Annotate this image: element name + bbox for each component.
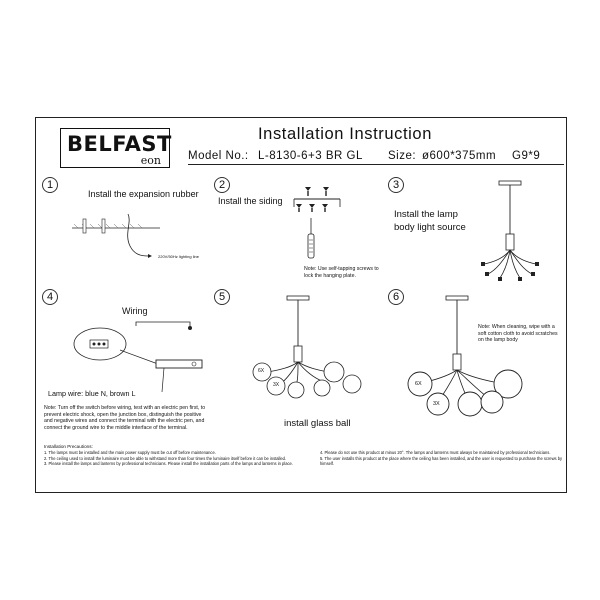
size-label: Size: [388,150,417,162]
step-4-note: Note: Turn off the switch before wiring,… [44,405,206,431]
precaution-item: 2. The ceiling used to install the lumin… [44,455,287,461]
precautions-heading: Installation Precautions: [44,444,93,449]
step-1-caption: Install the expansion rubber [88,189,199,199]
precautions-left-column: 1. The lamps must be installed and the m… [44,450,309,467]
step-6-6x-label: 6X [415,381,422,387]
step-4-panel: 4 Wiring Lamp wire: blue N, brown L Note… [40,288,210,443]
precaution-item: 4. Please do not use this product at min… [320,450,551,455]
bulb-spec: G9*9 [512,150,541,162]
page-title: Installation Instruction [258,125,432,143]
step-5-6x-label: 6X [258,368,265,374]
brand-subname: eon [140,154,161,167]
installation-precautions: Installation Precautions: 1. The lamps m… [44,444,564,490]
header-divider [188,164,564,165]
expansion-rubber-illustration [72,213,160,258]
model-label: Model No.: [188,150,249,162]
instruction-sheet: BELFAST eon Installation Instruction Mod… [35,117,567,493]
step-2-number: 2 [214,177,230,193]
step-2-panel: 2 Install the siding Note: Use self-tapp… [212,176,384,286]
step-5-number: 5 [214,289,230,305]
model-row: Model No.: L-8130-6+3 BR GL Size: ø600*375m… [188,150,564,162]
step-6-note: Note: When cleaning, wipe with a soft co… [478,324,558,343]
finished-lamp-illustration [407,295,523,417]
step-3-panel: 3 Install the lamp body light source [386,176,564,286]
brand-name: BELFAST [67,132,172,156]
size-value: ø600*375mm [422,150,497,162]
step-3-caption-line-1: Install the lamp [394,209,458,220]
step-2-note: Note: Use self-tapping screws to lock th… [304,266,379,279]
precaution-item: 1. The lamps must be installed and the m… [44,450,216,455]
brand-logo: BELFAST eon [60,128,172,168]
model-value: L-8130-6+3 BR GL [258,150,363,162]
step-1-label: 220V/50Hz lighting line [158,254,199,259]
lamp-body-illustration [481,180,539,281]
precautions-right-column: 4. Please do not use this product at min… [320,450,564,467]
step-3-caption-line-2: body light source [394,222,466,233]
step-4-lamp-wire: Lamp wire: blue N, brown L [48,389,136,398]
precaution-item: 3. Please install the lamps and lanterns… [44,461,293,466]
step-5-3x-label: 3X [273,382,280,388]
step-6-panel: 6 Note: When cleaning, wipe with a soft … [386,288,564,443]
step-2-caption: Install the siding [218,196,283,206]
step-4-caption: Wiring [122,306,148,316]
siding-illustration [293,187,341,259]
step-5-caption: install glass ball [284,418,351,429]
wiring-illustration [73,321,203,393]
step-5-panel: 5 6X 3X install glass ball [212,288,384,443]
step-6-3x-label: 3X [433,401,440,407]
precaution-item: 5. The user installs this product at the… [320,455,563,467]
step-3-number: 3 [388,177,404,193]
glass-ball-illustration [252,295,362,399]
step-6-number: 6 [388,289,404,305]
step-1-number: 1 [42,177,58,193]
step-1-panel: 1 Install the expansion rubber 220V/50Hz… [40,176,210,286]
step-4-number: 4 [42,289,58,305]
